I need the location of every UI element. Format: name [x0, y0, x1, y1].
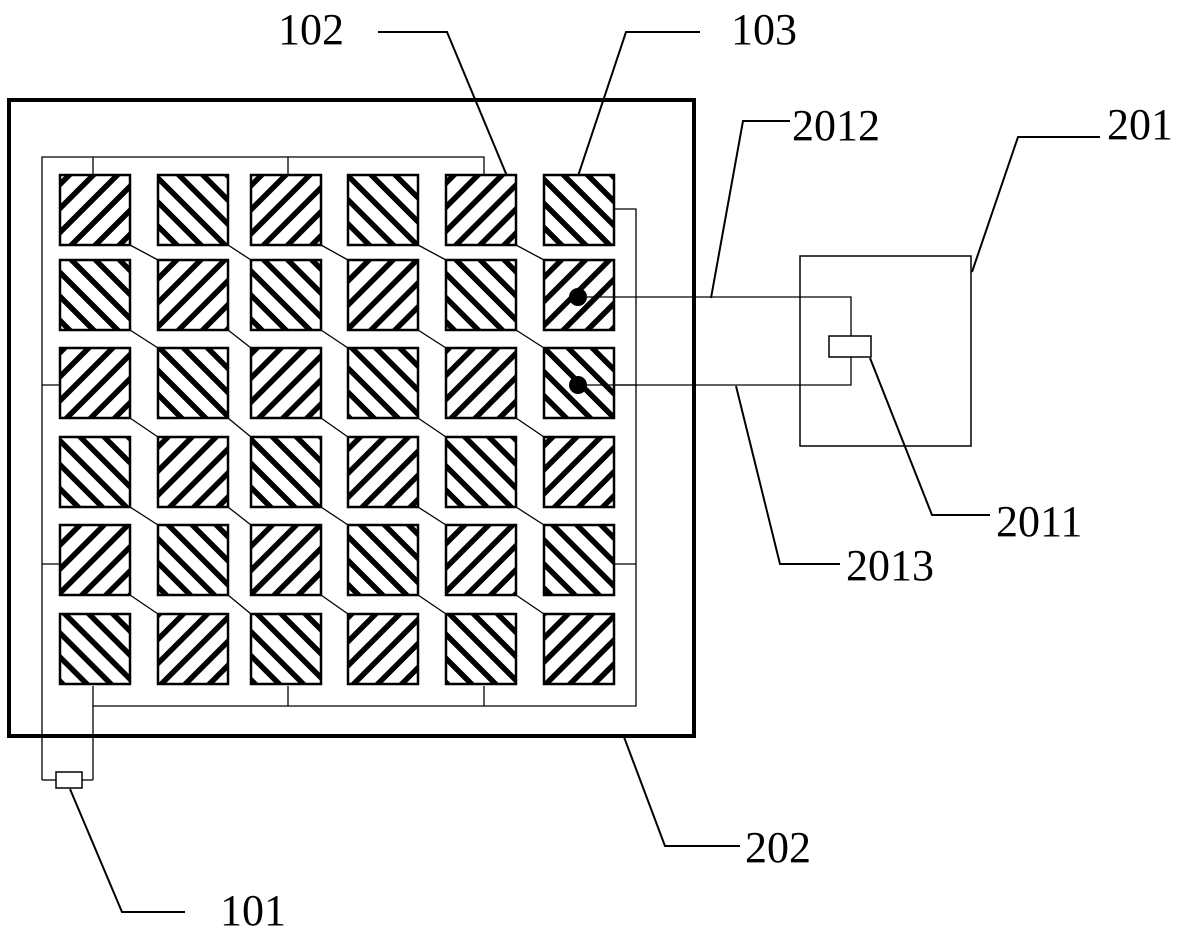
cell-link — [515, 329, 545, 349]
sensor-cell — [444, 612, 518, 686]
sensor-cell — [444, 435, 518, 509]
sensor-cell — [346, 523, 420, 597]
sensor-cell-grid — [58, 173, 616, 686]
sensor-cell — [156, 346, 230, 420]
cell-link — [320, 506, 349, 526]
cell-link — [129, 329, 159, 349]
substrate-frame — [7, 98, 696, 738]
sensor-cell — [542, 346, 616, 420]
cell-link — [515, 594, 545, 615]
cell-link — [417, 594, 447, 615]
sensor-cell — [346, 173, 420, 247]
cell-link — [129, 506, 159, 526]
sensor-cell — [346, 258, 420, 332]
label-2012: 2012 — [792, 101, 880, 150]
cell-link — [320, 244, 349, 261]
cell-link — [227, 417, 252, 438]
sensor-cell — [156, 435, 230, 509]
cell-link — [417, 244, 447, 261]
cell-link — [417, 417, 447, 438]
label-2013: 2013 — [846, 541, 934, 590]
cell-link — [515, 417, 545, 438]
sensor-cell — [444, 346, 518, 420]
cell-link — [129, 417, 159, 438]
cell-link — [227, 594, 252, 615]
cell-link — [129, 594, 159, 615]
cell-link — [320, 417, 349, 438]
sensor-cell — [444, 258, 518, 332]
sensor-cell — [249, 435, 323, 509]
sensor-cell — [58, 523, 132, 597]
connector-101 — [55, 771, 83, 789]
sensor-cell — [156, 612, 230, 686]
wiring-traces — [41, 156, 852, 781]
sensor-cell — [58, 346, 132, 420]
sensor-cell — [156, 258, 230, 332]
sensor-cell — [58, 435, 132, 509]
label-102: 102 — [278, 5, 344, 54]
sensor-cell — [58, 258, 132, 332]
via-dot-lower — [569, 376, 587, 394]
sensor-cell — [249, 523, 323, 597]
sensor-cell — [346, 612, 420, 686]
sensor-cell — [58, 173, 132, 247]
label-201: 201 — [1107, 100, 1173, 149]
cell-link — [515, 506, 545, 526]
sensor-cell — [542, 523, 616, 597]
label-103: 103 — [731, 5, 797, 54]
cell-link — [227, 244, 252, 261]
pad-2011 — [828, 335, 872, 358]
cell-link — [417, 329, 447, 349]
cell-link — [129, 244, 159, 261]
sensor-cell — [542, 173, 616, 247]
cell-link — [227, 506, 252, 526]
sensor-cell — [249, 612, 323, 686]
label-101: 101 — [220, 886, 286, 935]
sensor-cell — [346, 346, 420, 420]
sensor-cell — [249, 173, 323, 247]
sensor-cell — [58, 612, 132, 686]
via-dot-upper — [569, 288, 587, 306]
cell-link — [320, 329, 349, 349]
sensor-cell — [156, 523, 230, 597]
label-202: 202 — [745, 823, 811, 872]
leader-lines — [69, 31, 1100, 913]
cell-link — [417, 506, 447, 526]
sensor-cell — [346, 435, 420, 509]
cell-link — [227, 329, 252, 349]
cell-link — [515, 244, 545, 261]
sensor-cell — [156, 173, 230, 247]
sensor-cell — [444, 523, 518, 597]
cell-interconnects — [129, 244, 545, 615]
sensor-cell — [249, 258, 323, 332]
label-2011: 2011 — [996, 497, 1082, 546]
sensor-cell — [542, 612, 616, 686]
cell-link — [320, 594, 349, 615]
chip-201 — [799, 255, 972, 447]
sensor-cell — [444, 173, 518, 247]
sensor-cell — [249, 346, 323, 420]
sensor-cell — [542, 435, 616, 509]
